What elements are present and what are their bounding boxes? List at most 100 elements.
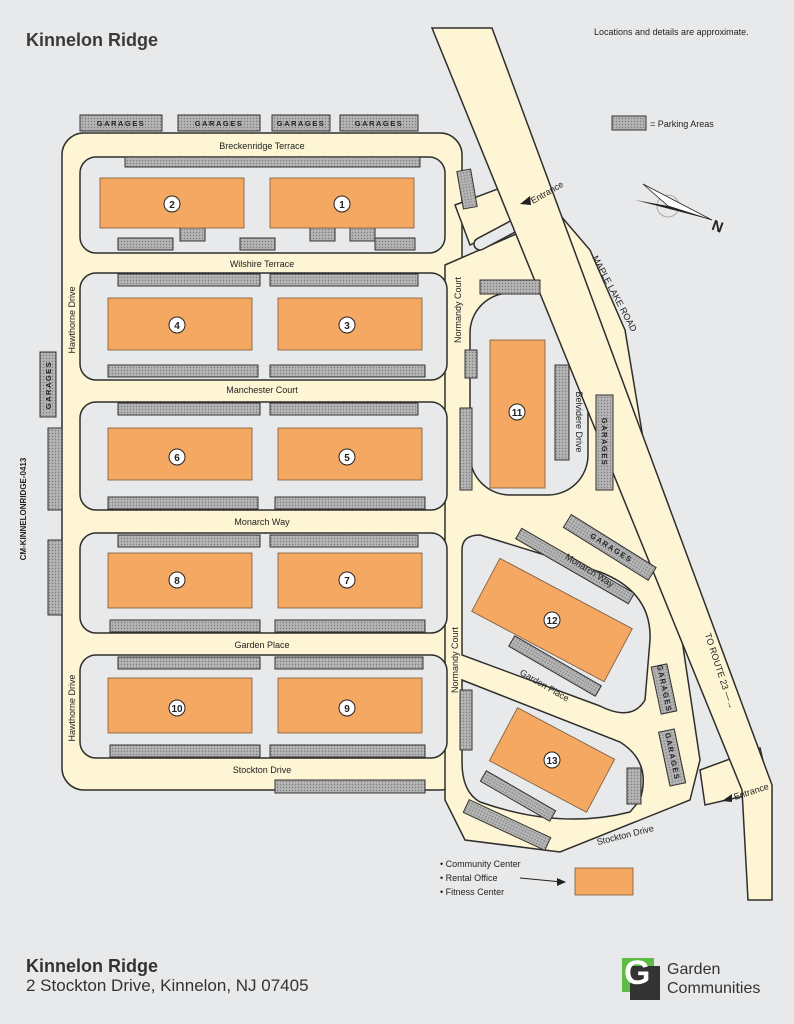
building-number: 4 (174, 321, 180, 332)
parking-area (269, 273, 419, 287)
maple-lake-road (430, 27, 773, 901)
parking-area (269, 534, 419, 548)
logo-dark-square (630, 966, 660, 1000)
parking-area (107, 496, 259, 510)
footer-community-name: Kinnelon Ridge (26, 956, 158, 976)
road-label-stockton: Stockton Drive (233, 765, 292, 775)
building-number: 13 (546, 756, 558, 767)
parking-area (554, 364, 570, 461)
parking-area (269, 402, 419, 416)
building-numbers: 1 2 3 4 5 6 7 8 9 10 11 12 13 (163, 195, 561, 769)
building-number: 2 (169, 200, 175, 211)
amenity-rental-office: • Rental Office (440, 873, 498, 883)
road-label-normandy: Normandy Court (453, 276, 463, 343)
document-code: CM-KINNELONRIDGE-0413 (19, 457, 28, 561)
garden-communities-logo: G Garden Communities (622, 954, 772, 1002)
building-number: 10 (171, 704, 183, 715)
building-number: 12 (546, 616, 558, 627)
entrance-arrow-icon (520, 196, 531, 205)
parking-area (107, 364, 259, 378)
parking-area (117, 237, 174, 251)
parking-area (109, 619, 261, 633)
parking-areas (39, 114, 687, 852)
amenity-community-center: • Community Center (440, 859, 521, 869)
parking-area (374, 237, 416, 251)
parking-area (47, 427, 63, 511)
parking-area (479, 279, 541, 295)
parking-area (274, 656, 424, 670)
garage (339, 114, 419, 132)
parking-area (117, 534, 261, 548)
legend-parking-swatch (611, 115, 647, 131)
road-label-garden: Garden Place (234, 640, 289, 650)
legend-label: = Parking Areas (650, 119, 714, 129)
community-center-building[interactable] (574, 867, 634, 896)
page-title: Kinnelon Ridge (26, 30, 158, 50)
logo-line-1: Garden (667, 961, 721, 978)
parking-area (626, 767, 642, 805)
parking-area (456, 168, 478, 210)
building-number: 6 (174, 453, 180, 464)
garage-label: GARAGES (355, 119, 403, 128)
parking-area (117, 402, 261, 416)
parking-area (117, 273, 261, 287)
garage-label: GARAGES (600, 418, 609, 466)
parking-area (464, 349, 478, 379)
building-number: 11 (512, 408, 523, 419)
road-label-monarch: Monarch Way (234, 517, 290, 527)
garage (562, 513, 657, 581)
garage (39, 351, 57, 418)
amenity-fitness-center: • Fitness Center (440, 887, 504, 897)
parking-area (109, 744, 261, 758)
garage-label: GARAGES (97, 119, 145, 128)
footer-address: 2 Stockton Drive, Kinnelon, NJ 07405 (26, 976, 309, 995)
parking-area (274, 496, 426, 510)
entrance-arrow-icon (722, 794, 732, 802)
road-label-breckenridge: Breckenridge Terrace (219, 141, 304, 151)
road-label-hawthorne: Hawthorne Drive (67, 286, 77, 353)
road-label-hawthorne: Hawthorne Drive (67, 674, 77, 741)
garage-label: GARAGES (277, 119, 325, 128)
garage (650, 663, 678, 715)
amenity-pointer-arrow-icon (519, 877, 563, 883)
parking-area (459, 407, 473, 491)
compass-icon: N (635, 183, 725, 237)
parking-area (117, 656, 261, 670)
garage (657, 728, 687, 787)
garage (595, 394, 614, 491)
parking-area (124, 156, 421, 168)
parking-area (274, 779, 426, 794)
garage-label: GARAGES (195, 119, 243, 128)
garage-label: GARAGES (44, 361, 53, 409)
building-number: 3 (344, 321, 350, 332)
parking-area (515, 527, 635, 605)
garage (177, 114, 261, 132)
parking-area (239, 237, 276, 251)
building-number: 9 (344, 704, 350, 715)
parking-area (479, 770, 557, 822)
parking-area (269, 364, 426, 378)
parking-area (274, 619, 426, 633)
garage (79, 114, 163, 132)
building-number: 1 (339, 200, 345, 211)
building-number: 8 (174, 576, 180, 587)
garage (271, 114, 331, 132)
parking-area (462, 798, 552, 852)
logo-line-2: Communities (667, 980, 761, 997)
disclaimer: Locations and details are approximate. (594, 27, 749, 37)
road-label-belvidere: Belvidere Drive (574, 391, 584, 452)
building-1[interactable] (269, 177, 415, 229)
logo-text: Garden Communities (667, 960, 760, 998)
road-label-wilshire: Wilshire Terrace (230, 259, 294, 269)
logo-letter: G (624, 954, 651, 992)
building-number: 7 (344, 576, 350, 587)
parking-area (459, 689, 473, 751)
road-label-manchester: Manchester Court (226, 385, 298, 395)
parking-area (508, 635, 602, 697)
parking-area (47, 539, 63, 616)
parking-area (269, 744, 426, 758)
building-number: 5 (344, 453, 350, 464)
arrowhead-icon (557, 878, 566, 886)
